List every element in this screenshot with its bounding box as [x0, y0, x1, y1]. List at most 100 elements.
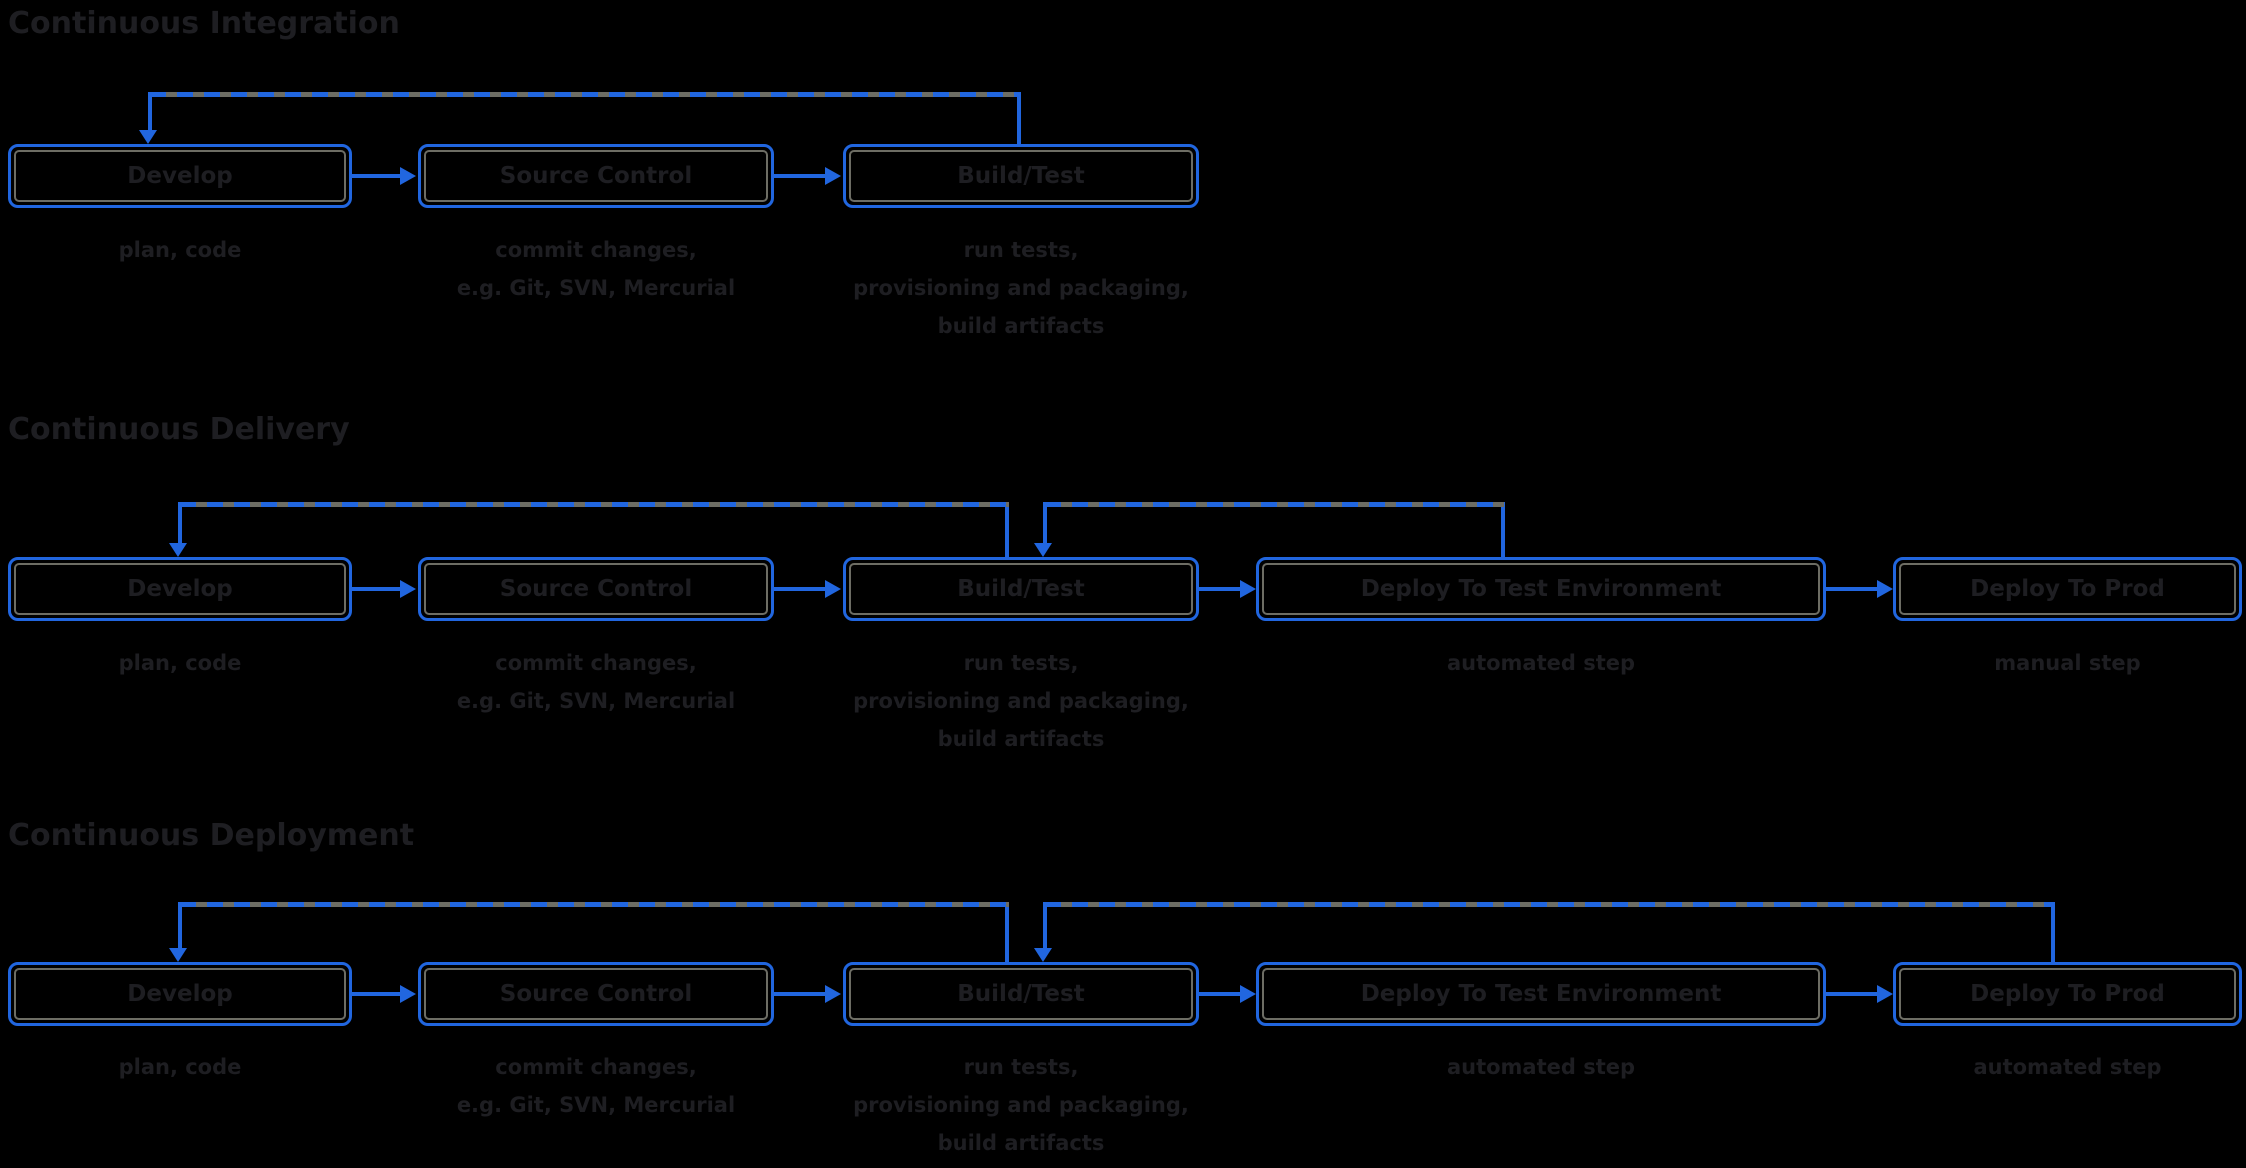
- box-sublabel: provisioning and packaging,: [853, 276, 1189, 300]
- box-deploy-prod: Deploy To Prod: [1893, 962, 2242, 1026]
- flow-arrowhead-icon: [1240, 580, 1256, 598]
- box-label: Deploy To Prod: [1970, 576, 2165, 602]
- box-sublabel: provisioning and packaging,: [853, 1093, 1189, 1117]
- box-develop: Develop: [8, 144, 352, 208]
- box-develop-frame: Develop: [14, 150, 346, 202]
- flow-arrow-line: [1826, 587, 1877, 591]
- box-deploy-test-environment-frame: Deploy To Test Environment: [1262, 968, 1820, 1020]
- feedback-arrowhead-icon: [139, 130, 157, 144]
- box-sublabel: plan, code: [118, 238, 242, 262]
- section-title-continuous-integration: Continuous Integration: [8, 6, 400, 41]
- feedback-dashed-line: [150, 92, 1021, 97]
- box-sublabel: e.g. Git, SVN, Mercurial: [456, 276, 736, 300]
- flow-arrow-line: [352, 587, 402, 591]
- box-build-test-frame: Build/Test: [849, 968, 1193, 1020]
- box-label: Deploy To Prod: [1970, 981, 2165, 1007]
- flow-arrowhead-icon: [1877, 985, 1893, 1003]
- flow-arrowhead-icon: [400, 985, 416, 1003]
- feedback-dropper: [148, 92, 152, 130]
- box-build-test: Build/Test: [843, 557, 1199, 621]
- box-label: Build/Test: [957, 163, 1085, 189]
- box-sublabel: commit changes,: [495, 1055, 697, 1079]
- feedback-dropper: [178, 902, 182, 948]
- box-label: Source Control: [499, 981, 693, 1007]
- box-label: Develop: [127, 576, 233, 602]
- box-deploy-prod-frame: Deploy To Prod: [1899, 968, 2236, 1020]
- box-deploy-test-environment-frame: Deploy To Test Environment: [1262, 563, 1820, 615]
- flow-arrowhead-icon: [825, 580, 841, 598]
- box-sublabel: run tests,: [963, 651, 1079, 675]
- box-develop-frame: Develop: [14, 968, 346, 1020]
- flow-arrow-line: [774, 992, 827, 996]
- flow-arrow-line: [1199, 587, 1240, 591]
- box-label: Build/Test: [957, 576, 1085, 602]
- feedback-dropper: [1043, 902, 1047, 948]
- box-sublabel: build artifacts: [937, 727, 1105, 751]
- box-sublabel: e.g. Git, SVN, Mercurial: [456, 1093, 736, 1117]
- feedback-riser: [1005, 907, 1009, 962]
- flow-arrow-line: [774, 174, 827, 178]
- box-sublabel: automated step: [1446, 1055, 1636, 1079]
- box-build-test: Build/Test: [843, 144, 1199, 208]
- feedback-riser: [1501, 507, 1505, 557]
- box-deploy-test-environment: Deploy To Test Environment: [1256, 962, 1826, 1026]
- flow-arrowhead-icon: [1877, 580, 1893, 598]
- box-build-test: Build/Test: [843, 962, 1199, 1026]
- flow-arrowhead-icon: [825, 167, 841, 185]
- flow-arrowhead-icon: [400, 580, 416, 598]
- box-deploy-prod: Deploy To Prod: [1893, 557, 2242, 621]
- box-label: Deploy To Test Environment: [1360, 981, 1722, 1007]
- box-label: Deploy To Test Environment: [1360, 576, 1722, 602]
- feedback-dashed-line: [180, 902, 1009, 907]
- flow-arrowhead-icon: [825, 985, 841, 1003]
- box-source-control: Source Control: [418, 144, 774, 208]
- flow-arrowhead-icon: [400, 167, 416, 185]
- box-label: Source Control: [499, 163, 693, 189]
- section-title-continuous-deployment: Continuous Deployment: [8, 818, 415, 853]
- box-source-control-frame: Source Control: [424, 150, 768, 202]
- feedback-dropper: [1043, 502, 1047, 543]
- box-sublabel: commit changes,: [495, 238, 697, 262]
- box-develop: Develop: [8, 962, 352, 1026]
- feedback-riser: [1017, 97, 1021, 144]
- box-sublabel: provisioning and packaging,: [853, 689, 1189, 713]
- box-sublabel: run tests,: [963, 238, 1079, 262]
- box-source-control-frame: Source Control: [424, 563, 768, 615]
- flow-arrow-line: [1826, 992, 1877, 996]
- feedback-riser: [1005, 507, 1009, 557]
- box-sublabel: e.g. Git, SVN, Mercurial: [456, 689, 736, 713]
- feedback-arrowhead-icon: [1034, 948, 1052, 962]
- feedback-riser: [2051, 907, 2055, 962]
- box-develop: Develop: [8, 557, 352, 621]
- box-label: Develop: [127, 981, 233, 1007]
- box-sublabel: plan, code: [118, 1055, 242, 1079]
- box-sublabel: manual step: [1994, 651, 2141, 675]
- box-sublabel: commit changes,: [495, 651, 697, 675]
- feedback-dashed-line: [180, 502, 1009, 507]
- box-develop-frame: Develop: [14, 563, 346, 615]
- box-source-control: Source Control: [418, 557, 774, 621]
- flow-arrow-line: [352, 992, 402, 996]
- box-sublabel: run tests,: [963, 1055, 1079, 1079]
- flow-arrow-line: [1199, 992, 1240, 996]
- feedback-arrowhead-icon: [1034, 543, 1052, 557]
- box-deploy-test-environment: Deploy To Test Environment: [1256, 557, 1826, 621]
- box-build-test-frame: Build/Test: [849, 563, 1193, 615]
- feedback-dashed-line: [1045, 902, 2055, 907]
- box-source-control-frame: Source Control: [424, 968, 768, 1020]
- flow-arrow-line: [352, 174, 402, 178]
- box-sublabel: plan, code: [118, 651, 242, 675]
- box-label: Develop: [127, 163, 233, 189]
- feedback-dropper: [178, 502, 182, 543]
- box-label: Source Control: [499, 576, 693, 602]
- flow-arrowhead-icon: [1240, 985, 1256, 1003]
- flow-arrow-line: [774, 587, 827, 591]
- box-label: Build/Test: [957, 981, 1085, 1007]
- box-source-control: Source Control: [418, 962, 774, 1026]
- section-title-continuous-delivery: Continuous Delivery: [8, 412, 350, 447]
- box-build-test-frame: Build/Test: [849, 150, 1193, 202]
- feedback-dashed-line: [1045, 502, 1505, 507]
- box-sublabel: build artifacts: [937, 1131, 1105, 1155]
- feedback-arrowhead-icon: [169, 948, 187, 962]
